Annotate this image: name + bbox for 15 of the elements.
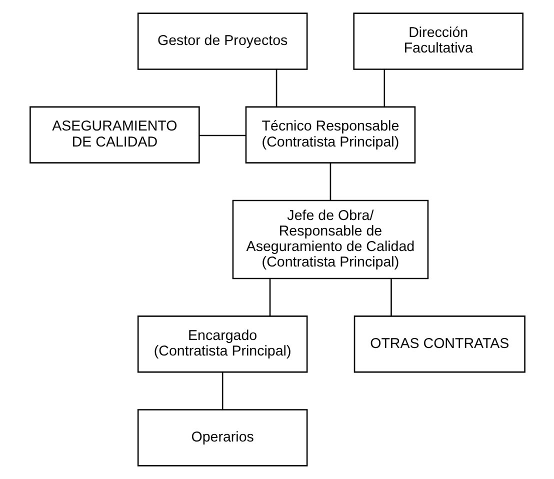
connector [221,372,223,410]
node-box: ASEGURAMIENTO DE CALIDAD [29,106,200,164]
connector [383,69,385,107]
node-box: Gestor de Proyectos [136,12,308,70]
node-box: Dirección Facultativa [352,12,523,70]
node-box: Técnico Responsable (Contratista Principal) [244,106,416,164]
node-box: Encargado (Contratista Principal) [136,316,308,373]
connector [329,162,331,200]
connector [275,69,277,107]
connector [390,279,392,316]
node-box: OTRAS CONTRATAS [353,316,525,373]
connector [268,279,270,316]
node-box: Operarios [136,409,308,466]
node-box: Jefe de Obra/ Responsable de Aseguramiento de Calidad (Contratista Principal) [232,200,428,280]
connector [198,134,246,136]
